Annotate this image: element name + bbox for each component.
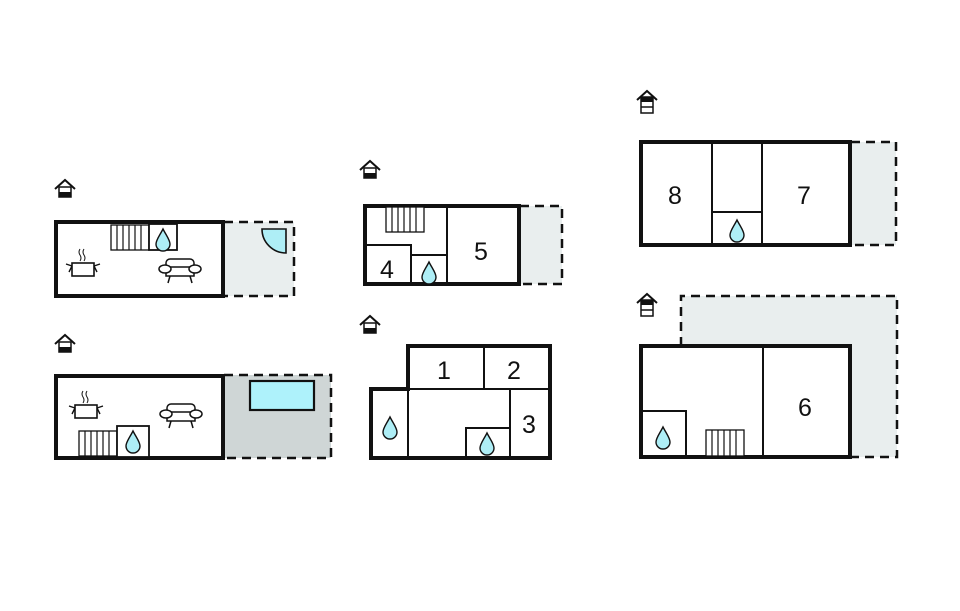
house-outline [369,344,552,460]
room-label-8: 8 [668,182,682,210]
room-label-2: 2 [507,357,521,385]
room-label-6: 6 [798,394,812,422]
room-label-4: 4 [380,256,394,284]
floor-icon-ground [359,160,381,179]
floor-plan-c: 4 5 [359,160,564,286]
room-label-1: 1 [437,357,451,385]
floor-plan-d: 1 2 3 [359,315,552,460]
room-label-3: 3 [522,411,536,439]
floor-icon-upper [636,90,658,114]
floor-plan-f: 6 [636,293,899,459]
floor-plan-b [54,334,333,460]
house-outline [54,220,225,298]
floor-icon-ground [54,334,76,353]
floor-icon-ground [54,179,76,198]
floor-icon-ground [359,315,381,334]
stairs-icon [705,429,745,457]
room-label-7: 7 [797,182,811,210]
floor-plan-e: 8 7 [636,90,898,247]
stairs-icon [110,224,150,251]
floor-plan-a [54,179,296,298]
stairs-icon [78,430,118,457]
door-swing-icon [261,228,287,254]
pool [248,379,316,412]
room-label-5: 5 [474,238,488,266]
terrace [679,294,899,459]
terrace [851,140,898,247]
terrace [520,204,564,286]
stairs-icon [385,206,425,233]
house-outline [639,344,852,459]
floor-icon-upper [636,293,658,317]
house-outline [639,140,852,247]
